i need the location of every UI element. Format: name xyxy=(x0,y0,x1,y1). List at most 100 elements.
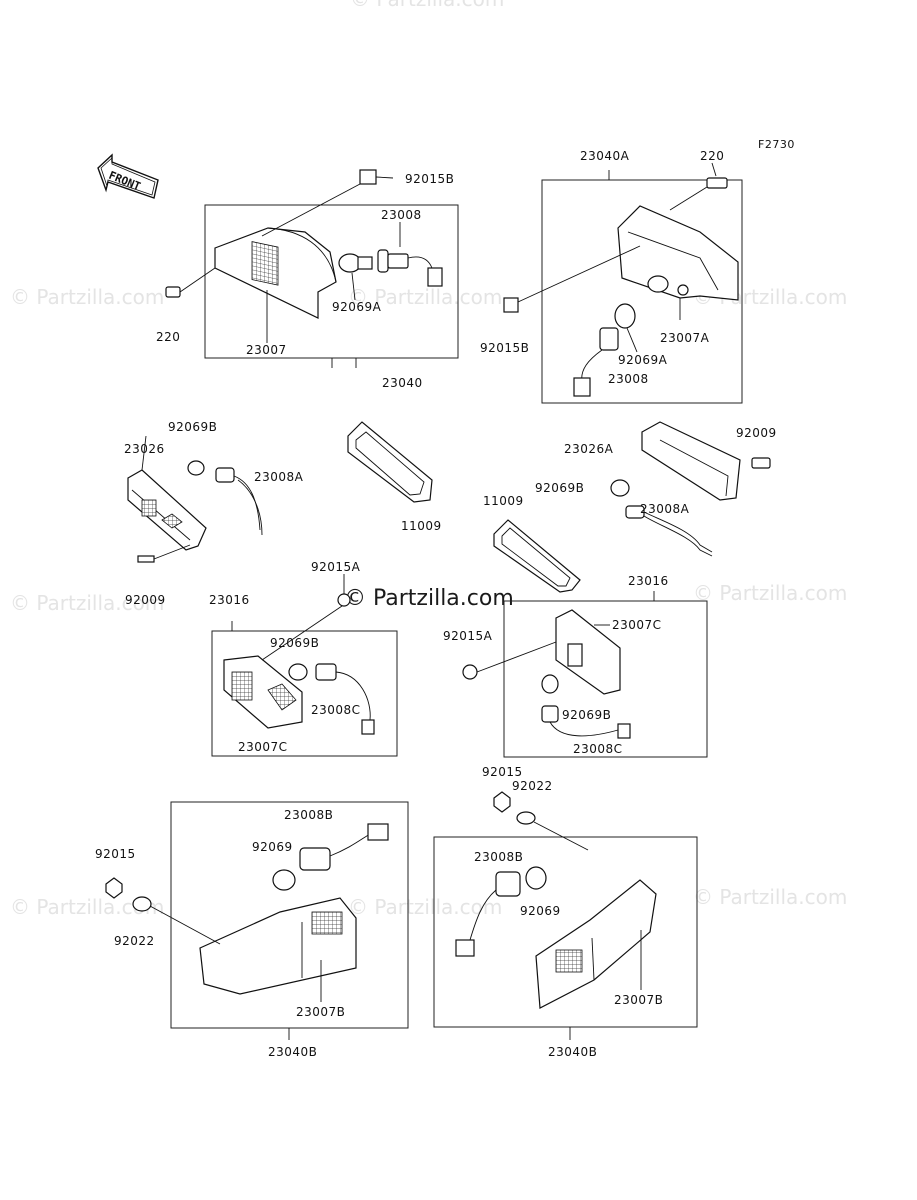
label-92069A-a: 92069A xyxy=(332,300,382,314)
label-23040: 23040 xyxy=(382,376,423,390)
connector-23008-b xyxy=(573,377,591,397)
label-92015-b: 92015 xyxy=(95,847,136,861)
label-23008-a: 23008 xyxy=(381,208,422,222)
connector-23008C-b xyxy=(617,723,631,739)
box-23040B-a xyxy=(170,801,409,1029)
hatch-23026 xyxy=(141,499,157,517)
label-23008C-b: 23008C xyxy=(573,742,623,756)
watermark-left-1: © Partzilla.com xyxy=(10,285,164,309)
label-23008-b: 23008 xyxy=(608,372,649,386)
box-23040A xyxy=(541,179,743,404)
label-11009-a: 11009 xyxy=(401,519,442,533)
watermark-right-2: © Partzilla.com xyxy=(693,581,847,605)
label-92015A-b: 92015A xyxy=(443,629,493,643)
label-23016-b: 23016 xyxy=(628,574,669,588)
hatch-23007C-a xyxy=(231,671,253,701)
watermark-right-3: © Partzilla.com xyxy=(693,885,847,909)
nut-92015A-a xyxy=(337,593,351,607)
bulb-92069A-b xyxy=(614,303,636,329)
label-92009-a: 92009 xyxy=(125,593,166,607)
label-92015A-a: 92015A xyxy=(311,560,361,574)
label-23040B-a: 23040B xyxy=(268,1045,317,1059)
label-92069-a: 92069 xyxy=(252,840,293,854)
label-23040A: 23040A xyxy=(580,149,630,163)
connector-23008C-a xyxy=(361,719,375,735)
box-23040B-b xyxy=(433,836,698,1028)
label-92069A-b: 92069A xyxy=(618,353,668,367)
lens-23026 xyxy=(127,469,207,551)
front-arrow-icon: FRONT xyxy=(97,153,159,199)
socket-23008-b xyxy=(599,327,619,351)
hatch-23007B-a xyxy=(311,911,343,935)
label-23007C-b: 23007C xyxy=(612,618,662,632)
connector-23008B-b xyxy=(455,939,475,957)
socket-23008C-b xyxy=(541,705,559,723)
label-23007C-a: 23007C xyxy=(238,740,288,754)
clip-92015B-b xyxy=(503,297,519,313)
label-220-a: 220 xyxy=(156,330,180,344)
box-23040 xyxy=(204,204,459,359)
socket-23008 xyxy=(377,249,443,287)
label-92069B-a: 92069B xyxy=(168,420,217,434)
part-labels: 92015B 23008 92069A 220 23007 23040 2304… xyxy=(95,149,777,1059)
assembly-23040 xyxy=(165,169,459,368)
socket-23008B-a xyxy=(299,847,331,871)
socket-23008A-a xyxy=(215,467,235,483)
label-23040B-b: 23040B xyxy=(548,1045,597,1059)
watermark-left-2: © Partzilla.com xyxy=(10,591,164,615)
watermark-center: © Partzilla.com xyxy=(344,586,514,611)
label-23008B-a: 23008B xyxy=(284,808,333,822)
hatch-23007 xyxy=(251,241,279,286)
screw-220-b xyxy=(706,177,728,189)
label-92015B-b: 92015B xyxy=(480,341,529,355)
label-23008A-a: 23008A xyxy=(254,470,304,484)
label-92009-b: 92009 xyxy=(736,426,777,440)
nut-92015-b xyxy=(493,791,511,813)
label-23026: 23026 xyxy=(124,442,165,456)
clip-92015B-a xyxy=(359,169,377,185)
assembly-23026 xyxy=(127,435,263,563)
housing-23007A xyxy=(617,205,739,301)
bulb-92069-b xyxy=(525,866,547,890)
assembly-23016-b xyxy=(462,591,708,758)
assembly-23026A xyxy=(610,421,771,557)
screw-92009-a xyxy=(137,555,155,563)
lens-23007C-b xyxy=(555,609,621,695)
diagram-code: F2730 xyxy=(758,138,795,151)
watermark-mid-1: © Partzilla.com xyxy=(348,285,502,309)
label-23007B-a: 23007B xyxy=(296,1005,345,1019)
label-92069B-d: 92069B xyxy=(562,708,611,722)
label-23016-a: 23016 xyxy=(209,593,250,607)
box-23016-b xyxy=(503,600,708,758)
label-23008C-a: 23008C xyxy=(311,703,361,717)
lens-23026A xyxy=(641,421,741,501)
bulb-92069A xyxy=(338,253,373,273)
connector-23008B-a xyxy=(367,823,389,841)
label-23007B-b: 23007B xyxy=(614,993,663,1007)
assembly-23040B-a xyxy=(105,801,409,1040)
lens-23007B-b xyxy=(535,879,657,1009)
label-23026A: 23026A xyxy=(564,442,614,456)
label-92022-a: 92022 xyxy=(512,779,553,793)
gasket-11009-b xyxy=(493,519,581,593)
label-23007A: 23007A xyxy=(660,331,710,345)
assembly-23016-a xyxy=(211,574,398,757)
nut-92015A-b xyxy=(462,664,478,680)
label-92069B-c: 92069B xyxy=(270,636,319,650)
screw-220-a xyxy=(165,267,216,298)
hatch-23007B-b xyxy=(555,949,583,973)
bulb-92069B-d xyxy=(541,674,559,694)
label-92015-a: 92015 xyxy=(482,765,523,779)
socket-23008B-b xyxy=(495,871,521,897)
label-92015B-a: 92015B xyxy=(405,172,454,186)
label-220-b: 220 xyxy=(700,149,724,163)
watermark-mid-3: © Partzilla.com xyxy=(348,895,502,919)
assembly-23040A xyxy=(503,162,743,404)
label-11009-b: 11009 xyxy=(483,494,524,508)
lens-23007C-b-boss xyxy=(567,643,583,667)
screw-92009-b xyxy=(751,457,771,469)
bulb-92069B-a xyxy=(187,460,205,476)
washer-92022-a xyxy=(132,896,152,912)
label-23008A-b: 23008A xyxy=(640,502,690,516)
